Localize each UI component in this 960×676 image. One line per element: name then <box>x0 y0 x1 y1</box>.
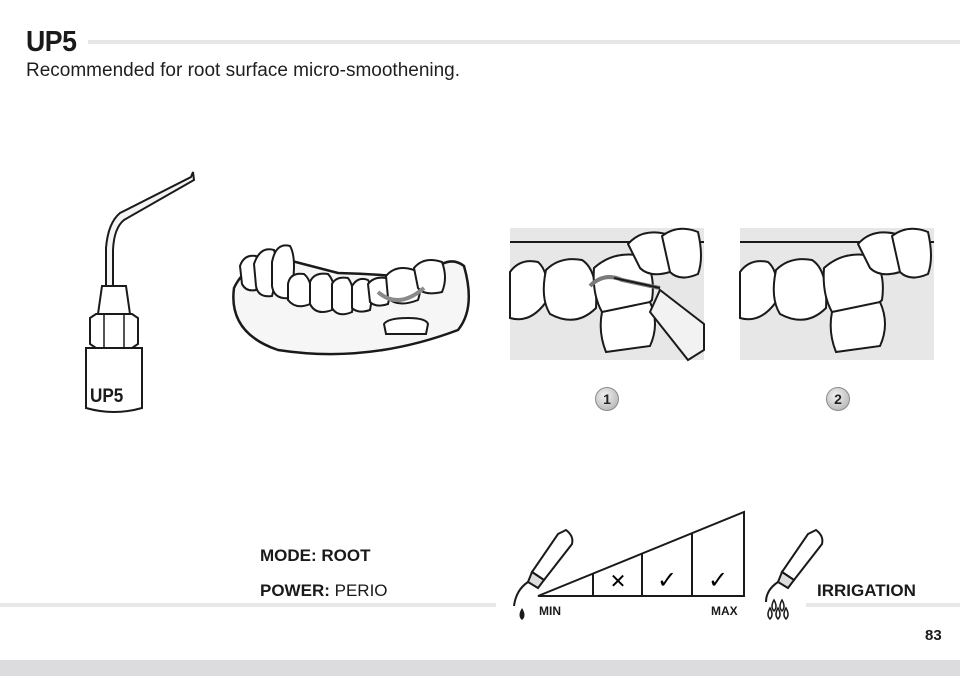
step-2-illustration <box>739 227 934 360</box>
power-setting: POWER: PERIO <box>260 581 388 601</box>
footer-band <box>0 660 960 676</box>
power-mark-1: ✕ <box>610 569 627 593</box>
step-1-badge: 1 <box>595 387 619 411</box>
page-number: 83 <box>925 627 942 644</box>
page-subtitle: Recommended for root surface micro-smoot… <box>26 60 461 81</box>
power-max-label: MAX <box>711 604 738 618</box>
bottom-divider-left <box>0 603 496 607</box>
dental-arch-illustration <box>232 244 470 356</box>
step-1-illustration <box>509 227 705 362</box>
power-min-label: MIN <box>539 604 561 618</box>
power-scale-chart: ✕ ✓ ✓ <box>537 510 745 597</box>
step-2-badge: 2 <box>826 387 850 411</box>
irrigation-label: IRRIGATION <box>817 581 916 600</box>
mode-label: MODE: ROOT <box>260 546 371 565</box>
page-title: UP5 <box>26 26 77 58</box>
power-mark-2: ✓ <box>657 566 677 594</box>
power-mark-3: ✓ <box>708 566 728 594</box>
handpiece-drop-icon <box>513 528 574 620</box>
scaler-tip-illustration <box>85 171 196 413</box>
power-label: POWER: <box>260 581 330 600</box>
tip-engraved-label: UP5 <box>90 386 124 407</box>
bottom-divider-right <box>806 603 960 607</box>
power-value: PERIO <box>334 581 388 600</box>
irrigation-icon <box>765 528 824 621</box>
title-divider <box>88 40 960 44</box>
